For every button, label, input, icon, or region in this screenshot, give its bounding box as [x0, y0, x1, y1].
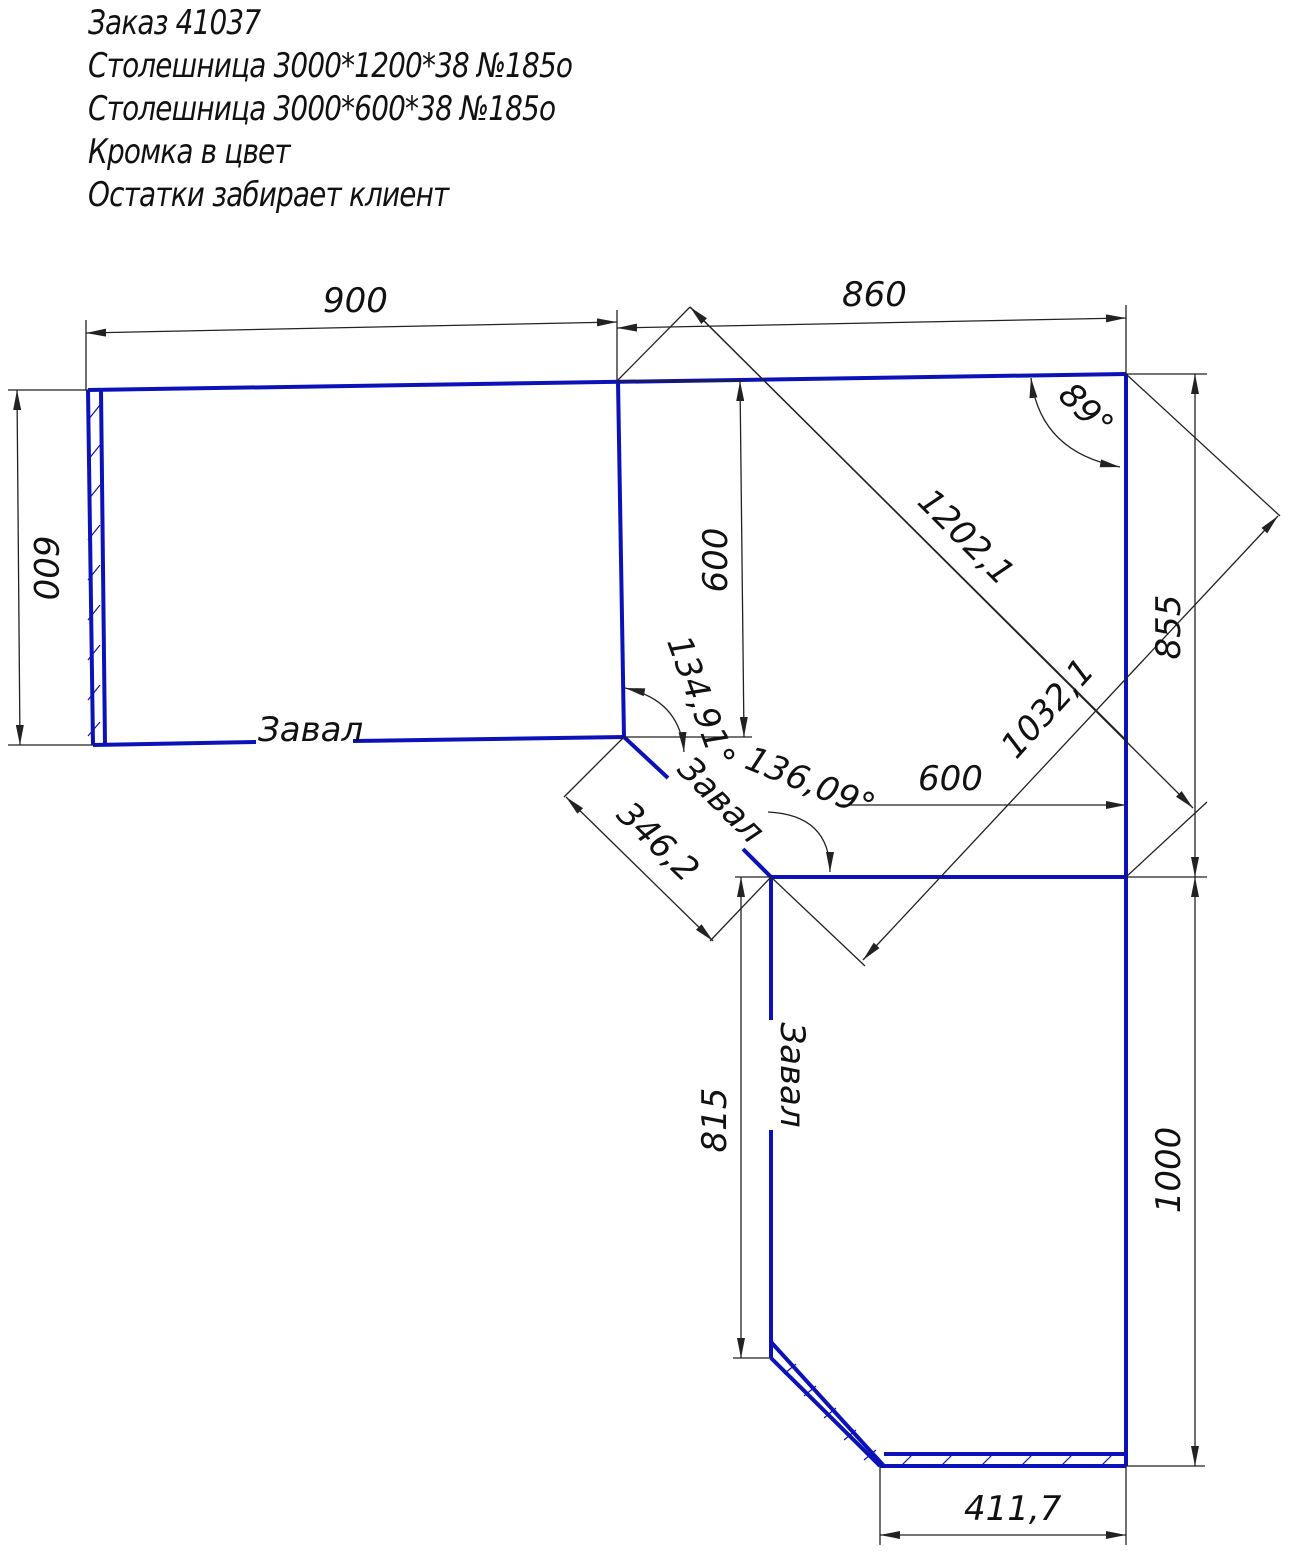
note-edge: Кромка в цвет — [88, 132, 291, 172]
dim-angle-corner: 89° — [1050, 375, 1121, 446]
dim-lower-width: 600 — [918, 759, 983, 799]
dim-left-height: 600 — [25, 536, 65, 601]
dimension-labels: 900 860 600 600 1202,1 855 89° 134,91° 3… — [25, 275, 1189, 1529]
dim-top-left-width: 900 — [323, 281, 388, 321]
note-countertop-1: Столешница 3000*1200*38 №185о — [88, 46, 573, 86]
order-notes: Заказ 41037 Столешница 3000*1200*38 №185… — [88, 2, 678, 217]
note-remains: Остатки забирает клиент — [88, 175, 449, 215]
dim-cut-length: 346,2 — [609, 794, 707, 890]
edge-label-lower-left: Завал — [772, 1022, 812, 1127]
dim-right-height: 855 — [1149, 595, 1189, 660]
dimension-lines — [8, 305, 1281, 1545]
edge-label-left-bottom: Завал — [258, 710, 363, 750]
note-countertop-2: Столешница 3000*600*38 №185о — [88, 89, 556, 129]
dim-bottom-width: 411,7 — [964, 1489, 1062, 1529]
dim-inner-height: 600 — [696, 528, 736, 593]
note-order-number: Заказ 41037 — [88, 3, 261, 43]
edge-labels: Завал Завал Завал — [258, 710, 812, 1128]
dim-top-right-width: 860 — [842, 275, 907, 315]
dim-lower-left-height: 815 — [695, 1088, 735, 1153]
dim-diagonal: 1202,1 — [910, 481, 1022, 593]
dim-diagonal-lower: 1032,1 — [993, 651, 1102, 766]
dim-lower-right-height: 1000 — [1149, 1127, 1189, 1214]
